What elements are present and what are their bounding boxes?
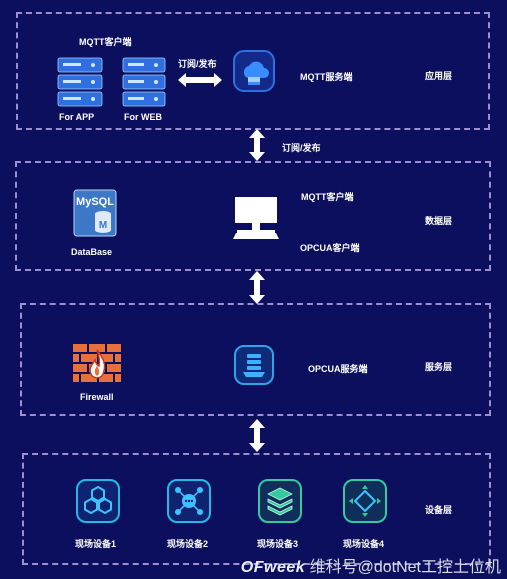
mysql-logo-text: MySQL	[76, 196, 114, 208]
application-layer-title: 应用层	[425, 71, 453, 81]
mqtt-client-label: MQTT客户端	[79, 37, 132, 47]
opcua-server-label: OPCUA服务端	[308, 364, 368, 374]
service-layer-title: 服务层	[425, 362, 453, 372]
device-4-label: 现场设备4	[343, 539, 385, 549]
for-web-label: For WEB	[124, 112, 162, 122]
double-arrow-vertical	[249, 271, 265, 304]
watermark-brand: OFweek	[240, 559, 306, 576]
opcua-server-icon	[234, 345, 274, 385]
device-layer-box	[22, 453, 491, 565]
hexagon-network-icon	[76, 479, 120, 523]
watermark-text: 维科号@dotNet工控上位机	[309, 559, 501, 576]
computer-icon	[233, 197, 279, 239]
mqtt-client-data-label: MQTT客户端	[301, 192, 354, 202]
service-layer-box	[20, 303, 491, 416]
database-label: DataBase	[71, 247, 113, 257]
device-layer-title: 设备层	[425, 505, 453, 515]
device-3-label: 现场设备3	[257, 539, 299, 549]
double-arrow-vertical	[249, 129, 265, 161]
device-2-label: 现场设备2	[167, 539, 209, 549]
application-layer-box	[16, 12, 490, 130]
firewall-icon	[73, 344, 121, 382]
pubsub-label-top: 订阅/发布	[178, 59, 217, 69]
device-1-label: 现场设备1	[75, 539, 117, 549]
pubsub-label-middle: 订阅/发布	[282, 143, 321, 153]
server-rack-icon	[57, 57, 103, 107]
mysql-letter: M	[99, 220, 107, 231]
double-arrow-horizontal	[178, 73, 222, 87]
opcua-client-label: OPCUA客户端	[300, 243, 360, 253]
mysql-database-icon: MySQL M	[73, 189, 117, 237]
focus-target-icon	[343, 479, 387, 523]
double-arrow-vertical	[249, 419, 265, 452]
watermark: OFweek 维科号@dotNet工控上位机	[241, 553, 501, 577]
network-hub-icon	[167, 479, 211, 523]
data-layer-box	[15, 161, 491, 271]
server-rack-icon	[122, 57, 166, 107]
mqtt-server-label: MQTT服务端	[300, 72, 353, 82]
for-app-label: For APP	[59, 112, 95, 122]
data-layer-title: 数据层	[425, 216, 453, 226]
layer-stack-icon	[258, 479, 302, 523]
cloud-server-icon	[233, 50, 275, 92]
firewall-label: Firewall	[80, 392, 114, 402]
